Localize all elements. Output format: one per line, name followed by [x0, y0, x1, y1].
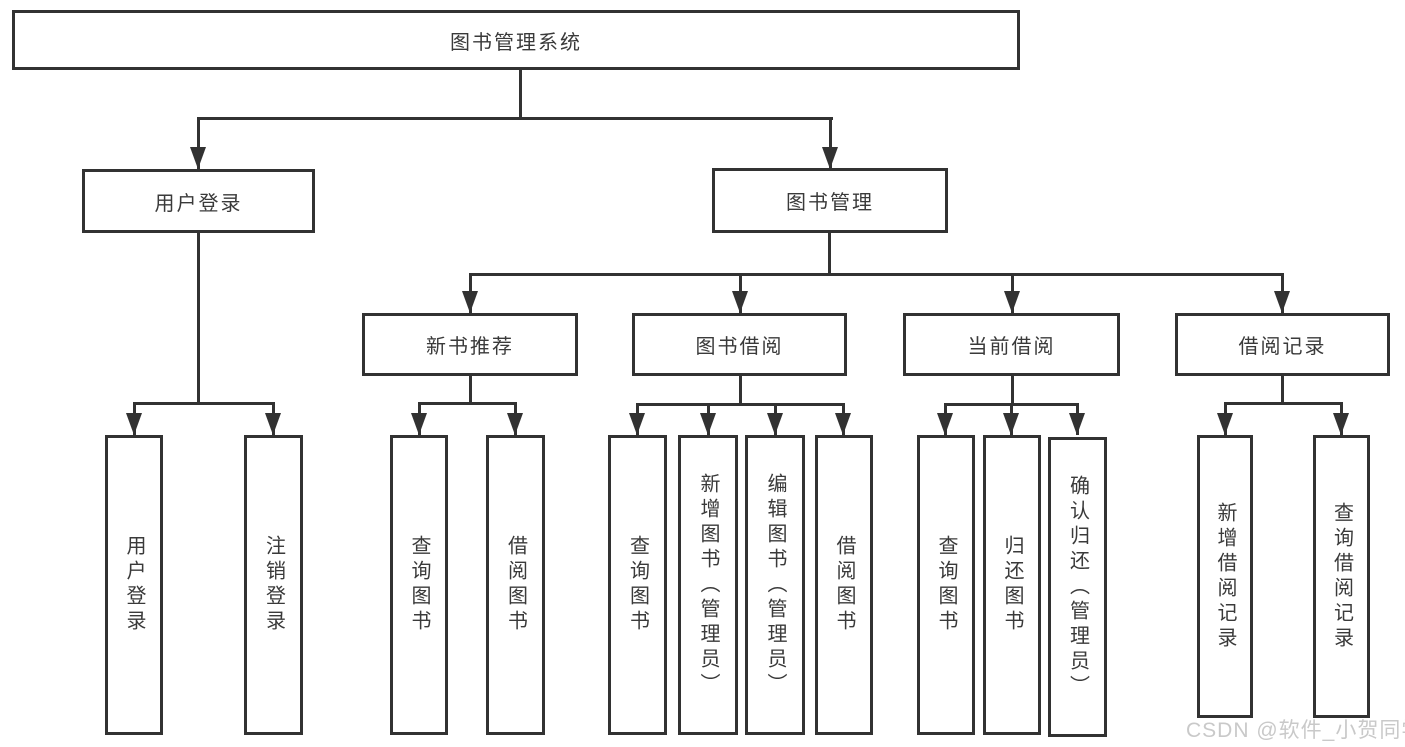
node-book-management: 图书管理 [712, 168, 948, 233]
leaf-newbook-query: 查询图书 [390, 435, 448, 735]
node-book-management-label: 图书管理 [786, 192, 874, 214]
arrowhead-borrow [732, 291, 748, 313]
arrowhead-g3-2 [700, 413, 716, 435]
node-new-book-recommend: 新书推荐 [362, 313, 578, 376]
leaf-current-return: 归还图书 [983, 435, 1041, 735]
arrowhead-g2-1 [411, 413, 427, 435]
leaf-borrow-book-label: 借阅图书 [833, 535, 855, 635]
arrowhead-g1-1 [126, 413, 142, 435]
arrowhead-g5-1 [1217, 413, 1233, 435]
leaf-current-confirm-admin: 确认归还（管理员） [1048, 437, 1107, 737]
arrowhead-book-mgmt [822, 147, 838, 169]
leaf-records-add-label: 新增借阅记录 [1214, 501, 1236, 652]
connector-g1-stem [197, 233, 200, 404]
leaf-borrow-query-label: 查询图书 [626, 535, 649, 635]
leaf-current-query: 查询图书 [917, 435, 975, 735]
watermark: CSDN @软件_小贺同学 [1186, 719, 1405, 742]
leaf-current-query-label: 查询图书 [935, 535, 957, 635]
node-borrow-records-label: 借阅记录 [1238, 336, 1327, 358]
leaf-newbook-query-label: 查询图书 [408, 535, 430, 635]
leaf-newbook-borrow-label: 借阅图书 [504, 535, 527, 635]
leaf-borrow-edit-admin-label: 编辑图书（管理员） [764, 472, 786, 698]
leaf-user-login-label: 用户登录 [123, 535, 145, 635]
connector-g3-rail [636, 403, 845, 406]
arrowhead-records [1274, 291, 1290, 313]
arrowhead-g2-2 [507, 413, 523, 435]
connector-g3-stem [739, 376, 742, 406]
arrowhead-user-login [190, 147, 206, 169]
connector-level3-rail [469, 273, 1283, 276]
leaf-records-query: 查询借阅记录 [1313, 435, 1370, 718]
leaf-current-confirm-admin-label: 确认归还（管理员） [1066, 474, 1089, 700]
leaf-user-login: 用户登录 [105, 435, 163, 735]
arrowhead-current [1004, 291, 1020, 313]
leaf-newbook-borrow: 借阅图书 [486, 435, 545, 735]
connector-g5-rail [1224, 402, 1343, 405]
leaf-records-add: 新增借阅记录 [1197, 435, 1253, 718]
connector-g2-rail [418, 402, 517, 405]
leaf-logout-label: 注销登录 [262, 535, 285, 635]
leaf-records-query-label: 查询借阅记录 [1330, 501, 1353, 652]
connector-root-stem [519, 68, 522, 119]
arrowhead-g5-2 [1333, 413, 1349, 435]
connector-book-mgmt-shaft [829, 117, 832, 169]
node-current-borrow-label: 当前借阅 [967, 336, 1056, 358]
leaf-borrow-edit-admin: 编辑图书（管理员） [745, 435, 805, 735]
arrowhead-g1-2 [265, 413, 281, 435]
leaf-borrow-add-admin: 新增图书（管理员） [678, 435, 738, 735]
arrowhead-g3-1 [629, 413, 645, 435]
leaf-current-return-label: 归还图书 [1001, 535, 1023, 635]
arrowhead-g3-3 [767, 413, 783, 435]
arrowhead-g4-3 [1069, 413, 1085, 435]
connector-g2-stem [469, 376, 472, 404]
leaf-borrow-query: 查询图书 [608, 435, 667, 735]
node-root-label: 图书管理系统 [450, 31, 582, 54]
node-user-login-label: 用户登录 [154, 192, 243, 215]
arrowhead-g4-1 [937, 413, 953, 435]
node-current-borrow: 当前借阅 [903, 313, 1120, 376]
node-new-book-recommend-label: 新书推荐 [426, 336, 514, 358]
node-book-borrow: 图书借阅 [632, 313, 847, 376]
node-user-login: 用户登录 [82, 169, 315, 233]
arrowhead-newbook [462, 291, 478, 313]
connector-g5-stem [1281, 376, 1284, 404]
arrowhead-g3-4 [835, 413, 851, 435]
node-root: 图书管理系统 [12, 10, 1020, 70]
connector-book-mgmt-stem [828, 233, 831, 275]
connector-g1-rail [133, 402, 275, 405]
node-borrow-records: 借阅记录 [1175, 313, 1390, 376]
connector-level2-rail [197, 117, 833, 120]
connector-user-login-shaft [197, 117, 200, 169]
arrowhead-g4-2 [1003, 413, 1019, 435]
leaf-borrow-add-admin-label: 新增图书（管理员） [697, 472, 719, 698]
leaf-logout: 注销登录 [244, 435, 303, 735]
node-book-borrow-label: 图书借阅 [695, 336, 784, 358]
leaf-borrow-book: 借阅图书 [815, 435, 873, 735]
connector-g4-stem [1011, 376, 1014, 406]
